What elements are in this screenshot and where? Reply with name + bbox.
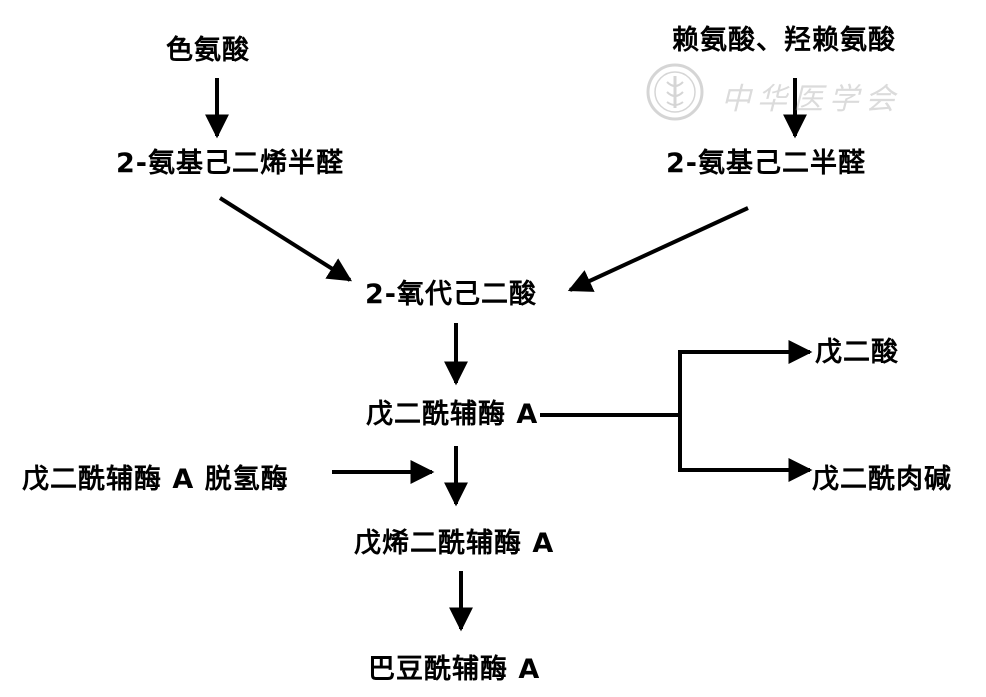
- node-aminohexadienal: 2-氨基己二烯半醛: [116, 148, 344, 179]
- node-glutaric-acid: 戊二酸: [815, 337, 899, 368]
- node-lysine: 赖氨酸、羟赖氨酸: [672, 25, 896, 56]
- node-tryptophan: 色氨酸: [166, 35, 250, 66]
- node-glutaryl-coa: 戊二酰辅酶 A: [366, 399, 539, 430]
- node-oxoadipate: 2-氧代己二酸: [365, 279, 537, 310]
- arrow-aminohexanal-to-oxoadipate: [567, 206, 749, 292]
- watermark: 中华医学会: [645, 62, 935, 122]
- node-dehydrogenase: 戊二酰辅酶 A 脱氢酶: [22, 464, 289, 495]
- society-seal-icon: [646, 63, 704, 121]
- node-glutarylcarnitine: 戊二酰肉碱: [812, 464, 952, 495]
- node-aminohexanal: 2-氨基己二半醛: [666, 148, 866, 179]
- watermark-text: 中华医学会: [721, 82, 901, 117]
- arrow-aminohexadienal-to-oxoadipate: [218, 196, 353, 282]
- node-glutaconyl-coa: 戊烯二酰辅酶 A: [354, 528, 555, 559]
- node-crotonyl-coa: 巴豆酰辅酶 A: [368, 654, 541, 685]
